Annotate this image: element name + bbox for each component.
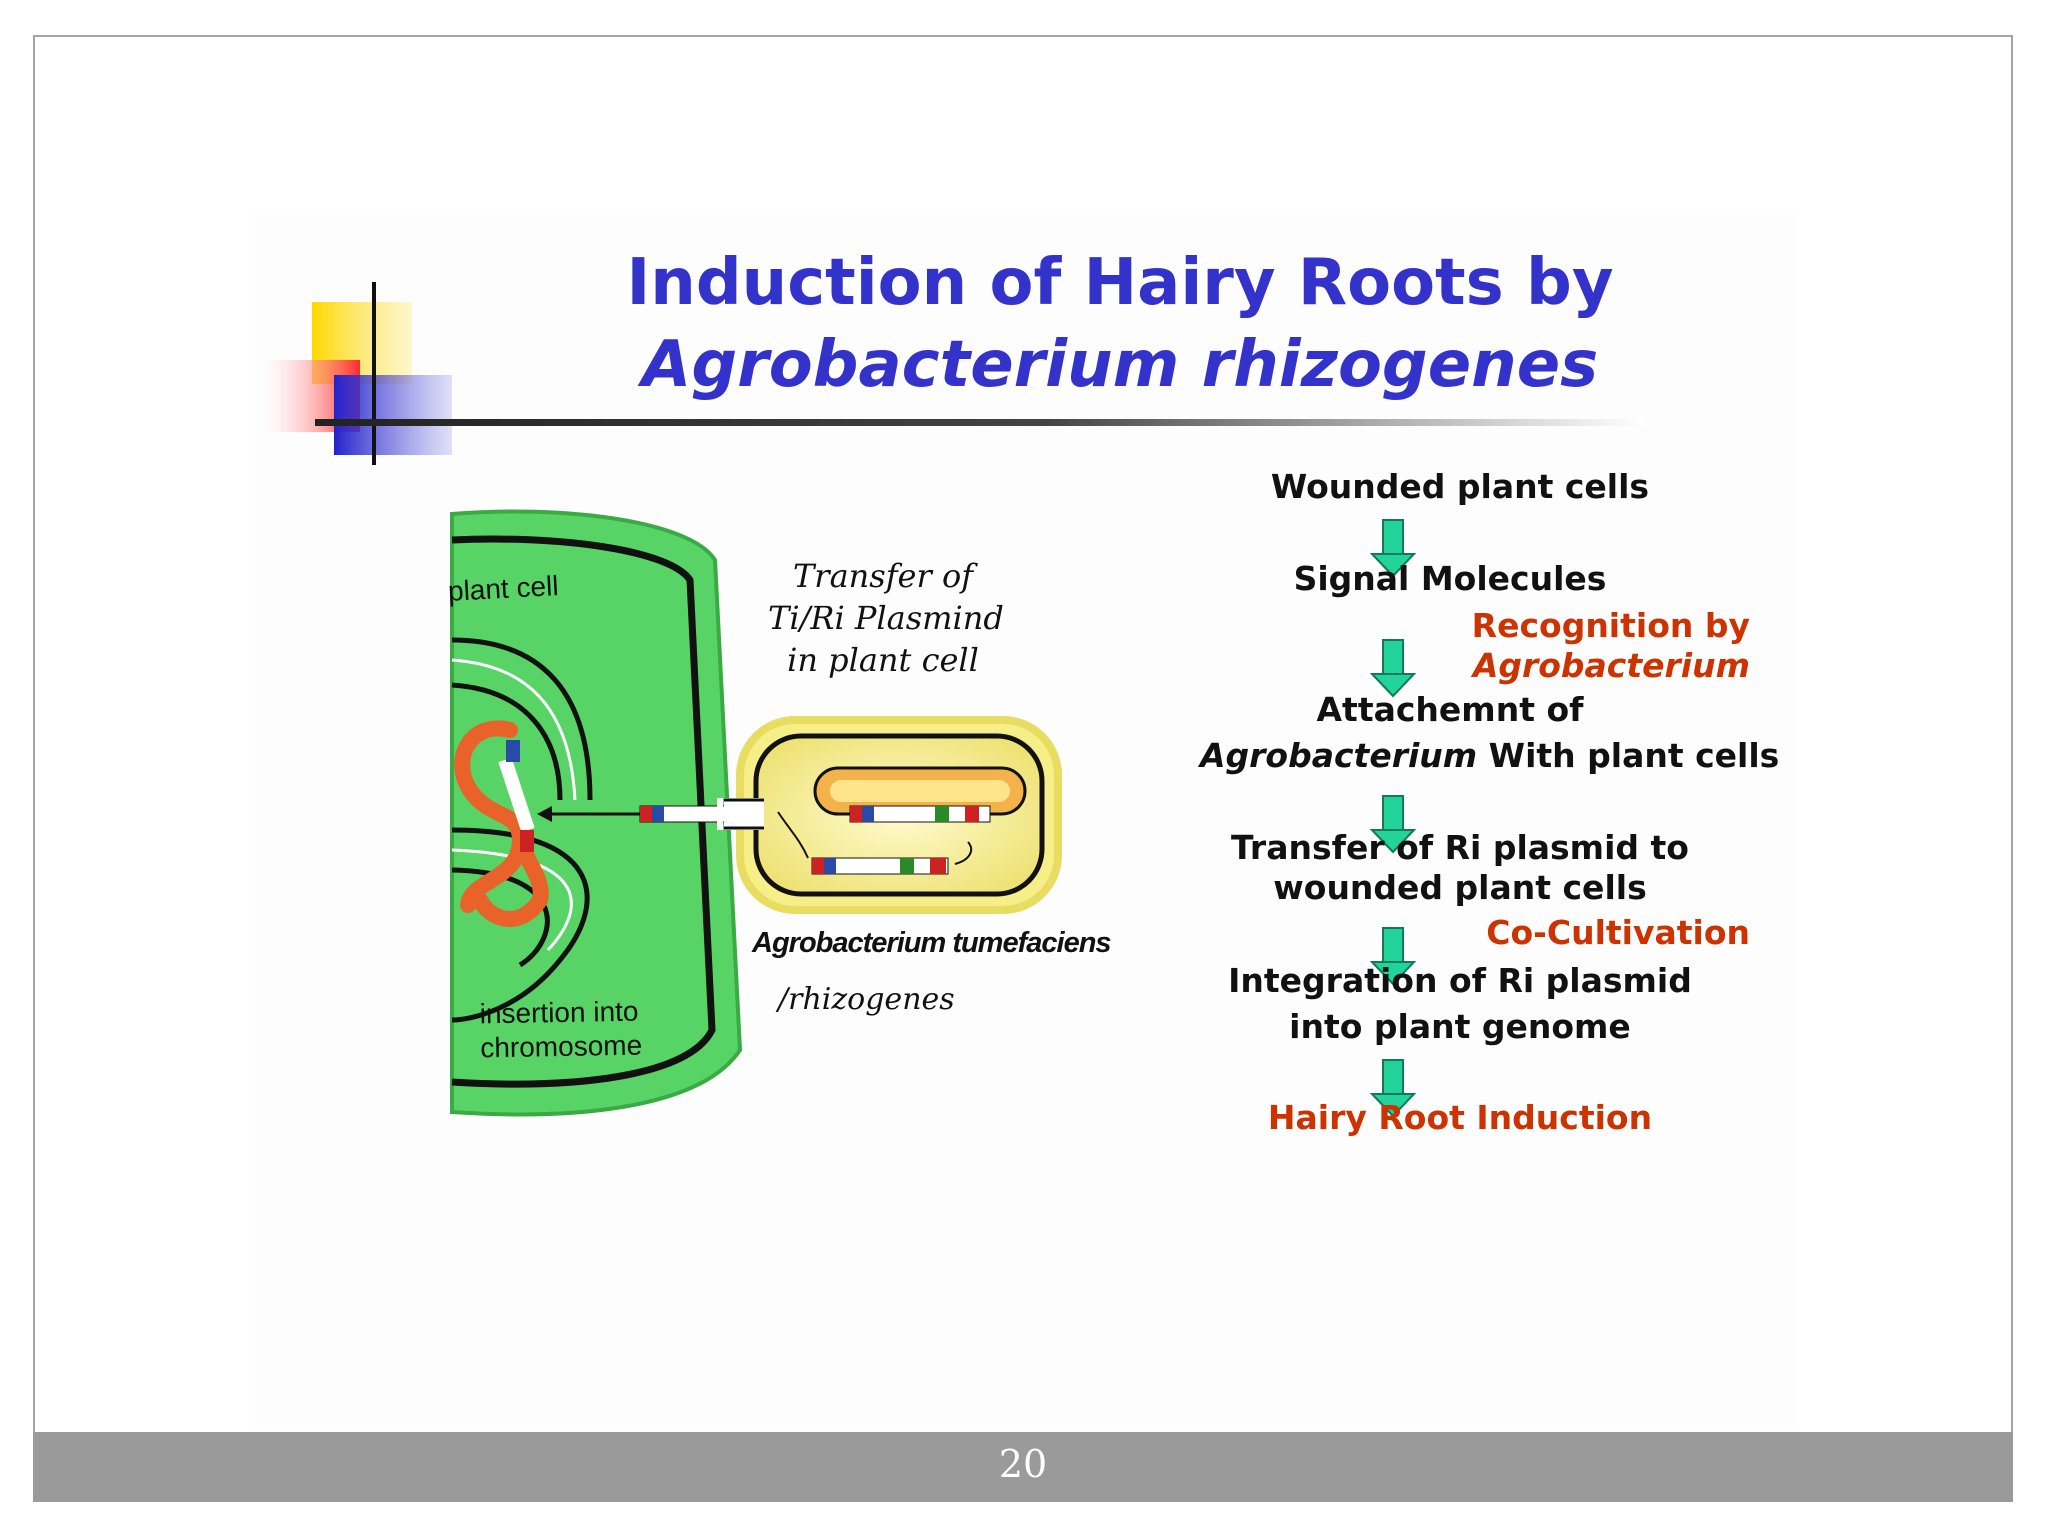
attachment-rest: With plant cells <box>1477 736 1780 775</box>
integration-line-2: into plant genome <box>1289 1007 1631 1046</box>
flow-step-transfer: Transfer of Ri plasmid to wounded plant … <box>1220 828 1700 908</box>
flow-arrows <box>1369 519 1417 1118</box>
insertion-label-line-2: chromosome <box>480 1029 643 1064</box>
flow-step-hairy-root: Hairy Root Induction <box>1267 1098 1653 1137</box>
bacterium-diagram <box>724 716 1062 914</box>
title-line-2: Agrobacterium rhizogenes <box>641 328 1599 402</box>
flow-step-attachment: Attachemnt of Agrobacterium With plant c… <box>1200 690 1779 776</box>
flow-step-signal: Signal Molecules <box>1293 559 1607 598</box>
recognition-line-2: Agrobacterium <box>1472 646 1750 685</box>
attachment-line-2: Agrobacterium With plant cells <box>1200 736 1779 776</box>
recognition-line-1: Recognition by <box>1471 606 1750 645</box>
transfer-line-2: wounded plant cells <box>1273 868 1647 907</box>
bacterium-label-2: /rhizogenes <box>778 982 955 1017</box>
flow-step-wounded: Wounded plant cells <box>1270 467 1650 506</box>
down-arrow-2 <box>1369 639 1417 698</box>
transfer-caption-line-3: in plant cell <box>787 641 979 679</box>
cocultivation-note: Co-Cultivation <box>1486 913 1750 952</box>
flow-step-integration: Integration of Ri plasmid into plant gen… <box>1220 958 1700 1050</box>
slide-title: Induction of Hairy Roots by Agrobacteriu… <box>560 242 1680 406</box>
insertion-label-line-1: insertion into <box>479 995 639 1030</box>
slide-footer: 20 <box>33 1432 2013 1502</box>
transfer-line-1: Transfer of Ri plasmid to <box>1231 828 1689 867</box>
down-arrow-5 <box>1369 1059 1417 1118</box>
bacterium-label: Agrobacterium tumefaciens <box>752 927 1112 959</box>
plant-cell-label: plant cell <box>447 570 560 607</box>
logo-squares <box>262 282 452 465</box>
recognition-note: Recognition by Agrobacterium <box>1440 606 1750 686</box>
transfer-caption-line-2: Ti/Ri Plasmind <box>768 599 1004 637</box>
down-arrow-3 <box>1369 795 1417 854</box>
attachment-line-1: Attachemnt of <box>1316 690 1584 729</box>
plant-cell-diagram <box>450 509 771 1117</box>
title-line-1: Induction of Hairy Roots by <box>626 246 1614 320</box>
down-arrow-4 <box>1369 927 1417 986</box>
title-underline <box>315 419 1645 426</box>
insertion-label: insertion into chromosome <box>479 995 642 1066</box>
transfer-caption: Transfer of Ti/Ri Plasmind in plant cell <box>768 555 1004 681</box>
attachment-agrobacterium: Agrobacterium <box>1200 736 1478 775</box>
transfer-caption-line-1: Transfer of <box>792 557 974 595</box>
page-number: 20 <box>998 1442 1048 1486</box>
down-arrow-1 <box>1369 519 1417 578</box>
integration-line-1: Integration of Ri plasmid <box>1228 961 1692 1000</box>
